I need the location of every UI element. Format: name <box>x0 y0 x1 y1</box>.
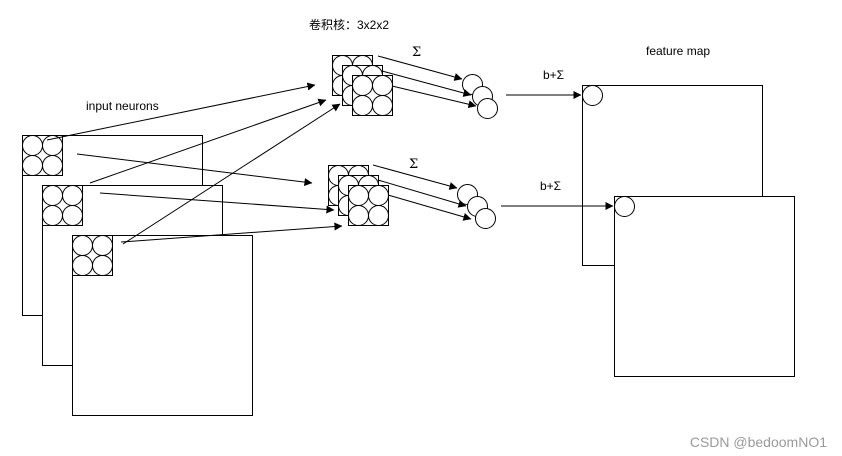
neuron <box>22 135 43 156</box>
feature-maps <box>582 85 795 377</box>
kernel-label: 卷积核：3x2x2 <box>309 17 389 32</box>
neuron <box>62 205 83 226</box>
neuron <box>72 235 93 256</box>
output-arrows <box>501 91 614 210</box>
output-neuron-2 <box>614 196 635 217</box>
sum-label-top: Σ <box>412 45 421 60</box>
bias-label-top: b+Σ <box>543 68 564 82</box>
neuron <box>72 255 93 276</box>
neuron <box>42 205 63 226</box>
output-neuron-1 <box>582 85 603 106</box>
watermark: CSDN @bedoomNO1 <box>690 434 827 450</box>
input-arrows <box>46 82 343 245</box>
input-neurons-label: input neurons <box>86 99 159 113</box>
sum-neurons-top <box>462 74 498 119</box>
neuron <box>92 235 113 256</box>
neuron <box>92 255 113 276</box>
kernel-stack-top <box>332 55 393 116</box>
sum-label-bottom: Σ <box>409 157 418 172</box>
neuron <box>22 155 43 176</box>
neuron <box>62 185 83 206</box>
input-planes <box>22 135 253 416</box>
kernel-stack-bottom <box>328 165 389 226</box>
feature-map-2 <box>614 196 795 377</box>
kernel-arrows <box>372 55 477 221</box>
input-patches <box>22 135 113 276</box>
neuron <box>42 185 63 206</box>
feature-map-label: feature map <box>646 44 710 58</box>
sum-neurons-bottom <box>457 184 496 229</box>
bias-label-bottom: b+Σ <box>540 179 561 193</box>
neuron <box>42 155 63 176</box>
